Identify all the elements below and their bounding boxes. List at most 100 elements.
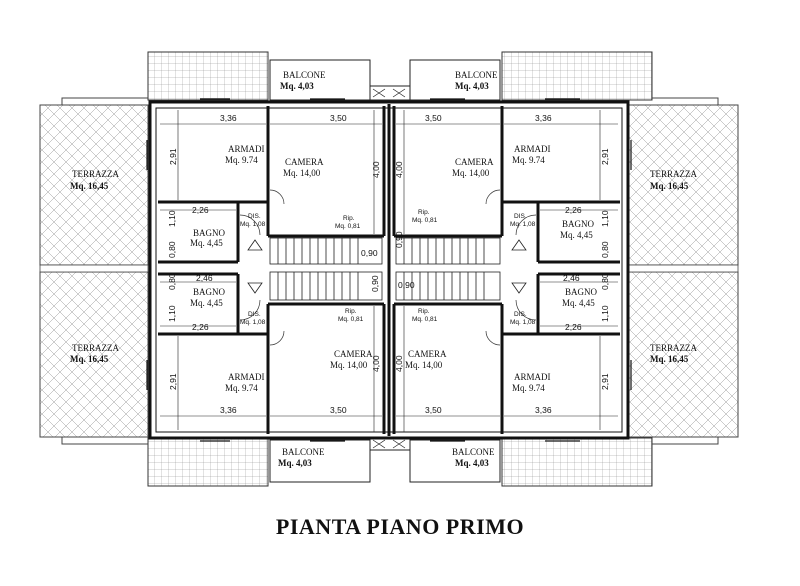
terrazza-tr-name: TERRAZZA [650,169,697,179]
rip-bl-area: Mq. 0,81 [338,316,364,323]
bagno-tr-name: BAGNO [562,219,595,229]
dim-camera-width-br: 3,50 [425,405,442,415]
terrazza-tr-area: Mq. 16,45 [650,181,689,191]
armadi-tr-name: ARMADI [514,144,551,154]
bagno-tl-name: BAGNO [193,228,226,238]
balcony-hatch-bottom [147,437,653,487]
rip-tl-area: Mq. 0,81 [335,223,361,230]
dim-bagno-depth-br-b: 0,80 [600,273,610,290]
balcone-br-area: Mq. 4,03 [455,458,489,468]
dim-armadi-width-br: 3,36 [535,405,552,415]
page-title: PIANTA PIANO PRIMO [275,514,525,539]
dim-armadi-width-tl: 3,36 [220,113,237,123]
armadi-bl-name: ARMADI [228,372,265,382]
dim-rip-width-br: 0,90 [398,280,415,290]
terrazza-bl-name: TERRAZZA [72,343,119,353]
dim-camera-width-tl: 3,50 [330,113,347,123]
camera-bl-area: Mq. 14,00 [330,360,368,370]
terrace-hatch [39,104,739,438]
door-swings [239,189,537,346]
dim-camera-depth-br: 4,00 [394,355,404,372]
dis-tl-name: DIS. [248,213,261,220]
dim-camera-depth-tr: 4,00 [394,161,404,178]
dim-armadi-depth-tr: 2,91 [600,148,610,165]
rip-tl-name: Rip. [343,215,355,222]
dim-armadi-depth-tl: 2,91 [168,148,178,165]
balcony-hatch-top [147,51,653,101]
dim-camera-width-bl: 3,50 [330,405,347,415]
armadi-tr-area: Mq. 9.74 [512,155,545,165]
rip-tr-name: Rip. [418,209,430,216]
camera-tl-name: CAMERA [285,157,324,167]
camera-tr-area: Mq. 14,00 [452,168,490,178]
terrazza-bl-area: Mq. 16,45 [70,354,109,364]
balcone-tl-name: BALCONE [283,70,326,80]
rip-tr-area: Mq. 0,81 [412,217,438,224]
bagno-tl-area: Mq. 4,45 [190,238,223,248]
dim-bagno-width-tr: 2,26 [565,205,582,215]
dimension-labels: 3,36 3,50 3,50 3,36 3,36 3,50 3,50 3,36 … [167,113,610,415]
camera-br-name: CAMERA [408,349,447,359]
dis-tr-name: DIS. [514,213,527,220]
interior-walls [158,104,620,436]
dim-bagno-width-bl-top: 2,46 [196,273,213,283]
dim-armadi-depth-bl: 2,91 [168,373,178,390]
dim-bagno-depth-bl: 1,10 [167,305,177,322]
dim-armadi-width-bl: 3,36 [220,405,237,415]
bagno-bl-name: BAGNO [193,287,226,297]
dim-camera-depth-bl: 4,00 [371,355,381,372]
dim-bagno-width-tl: 2,26 [192,205,209,215]
slab-outline [61,97,719,445]
rip-bl-name: Rip. [345,308,357,315]
dim-bagno-depth-br: 1,10 [600,305,610,322]
rip-br-name: Rip. [418,308,430,315]
bagno-bl-area: Mq. 4,45 [190,298,223,308]
balcone-br-name: BALCONE [452,447,495,457]
dim-bagno-width-br-top: 2,46 [563,273,580,283]
labels-rip: Rip. Mq. 0,81 Rip. Mq. 0,81 Rip. Mq. 0,8… [335,209,438,323]
balcone-tr-area: Mq. 4,03 [455,81,489,91]
camera-tl-area: Mq. 14,00 [283,168,321,178]
dis-br-name: DIS. [514,311,527,318]
dim-bagno-depth-tr: 1,10 [600,210,610,227]
dim-bagno-depth-tl: 1,10 [167,210,177,227]
dim-armadi-depth-br: 2,91 [600,373,610,390]
armadi-br-area: Mq. 9.74 [512,383,545,393]
labels-terrazza: TERRAZZA Mq. 16,45 TERRAZZA Mq. 16,45 TE… [70,169,697,364]
armadi-tl-name: ARMADI [228,144,265,154]
labels-bagno: BAGNO Mq. 4,45 BAGNO Mq. 4,45 BAGNO Mq. … [190,219,598,308]
terrazza-tl-area: Mq. 16,45 [70,181,109,191]
balcone-bl-name: BALCONE [282,447,325,457]
bagno-tr-area: Mq. 4,45 [560,230,593,240]
balcone-bl-area: Mq. 4,03 [278,458,312,468]
dim-bagno-depth-tl-b: 0,80 [167,241,177,258]
labels-camera: CAMERA Mq. 14,00 CAMERA Mq. 14,00 CAMERA… [283,157,494,370]
bagno-br-area: Mq. 4,45 [562,298,595,308]
terrazza-tl-name: TERRAZZA [72,169,119,179]
dis-tr-area: Mq. 1,08 [510,221,536,228]
terrazza-br-name: TERRAZZA [650,343,697,353]
labels-dis: DIS. Mq. 1,08 DIS. Mq. 1,08 DIS. Mq. 1,0… [240,213,536,326]
camera-bl-name: CAMERA [334,349,373,359]
dis-bl-area: Mq. 1,08 [240,319,266,326]
camera-tr-name: CAMERA [455,157,494,167]
rip-br-area: Mq. 0,81 [412,316,438,323]
labels-balcone: BALCONE Mq. 4,03 BALCONE Mq. 4,03 BALCON… [278,70,498,468]
bagno-br-name: BAGNO [565,287,598,297]
dim-rip-width-tl: 0,90 [361,248,378,258]
dis-br-area: Mq. 1,08 [510,319,536,326]
dim-rip-depth-bl: 0,90 [370,275,380,292]
balcone-tr-name: BALCONE [455,70,498,80]
dimension-lines [160,110,618,432]
staircase [247,237,527,301]
balcone-tl-area: Mq. 4,03 [280,81,314,91]
dim-bagno-width-bl: 2,26 [192,322,209,332]
dim-camera-width-tr: 3,50 [425,113,442,123]
labels-armadi: ARMADI Mq. 9.74 ARMADI Mq. 9.74 ARMADI M… [225,144,551,393]
camera-br-area: Mq. 14,00 [405,360,443,370]
armadi-tl-area: Mq. 9.74 [225,155,258,165]
terrazza-br-area: Mq. 16,45 [650,354,689,364]
armadi-bl-area: Mq. 9.74 [225,383,258,393]
dim-bagno-depth-tr-b: 0,80 [600,241,610,258]
